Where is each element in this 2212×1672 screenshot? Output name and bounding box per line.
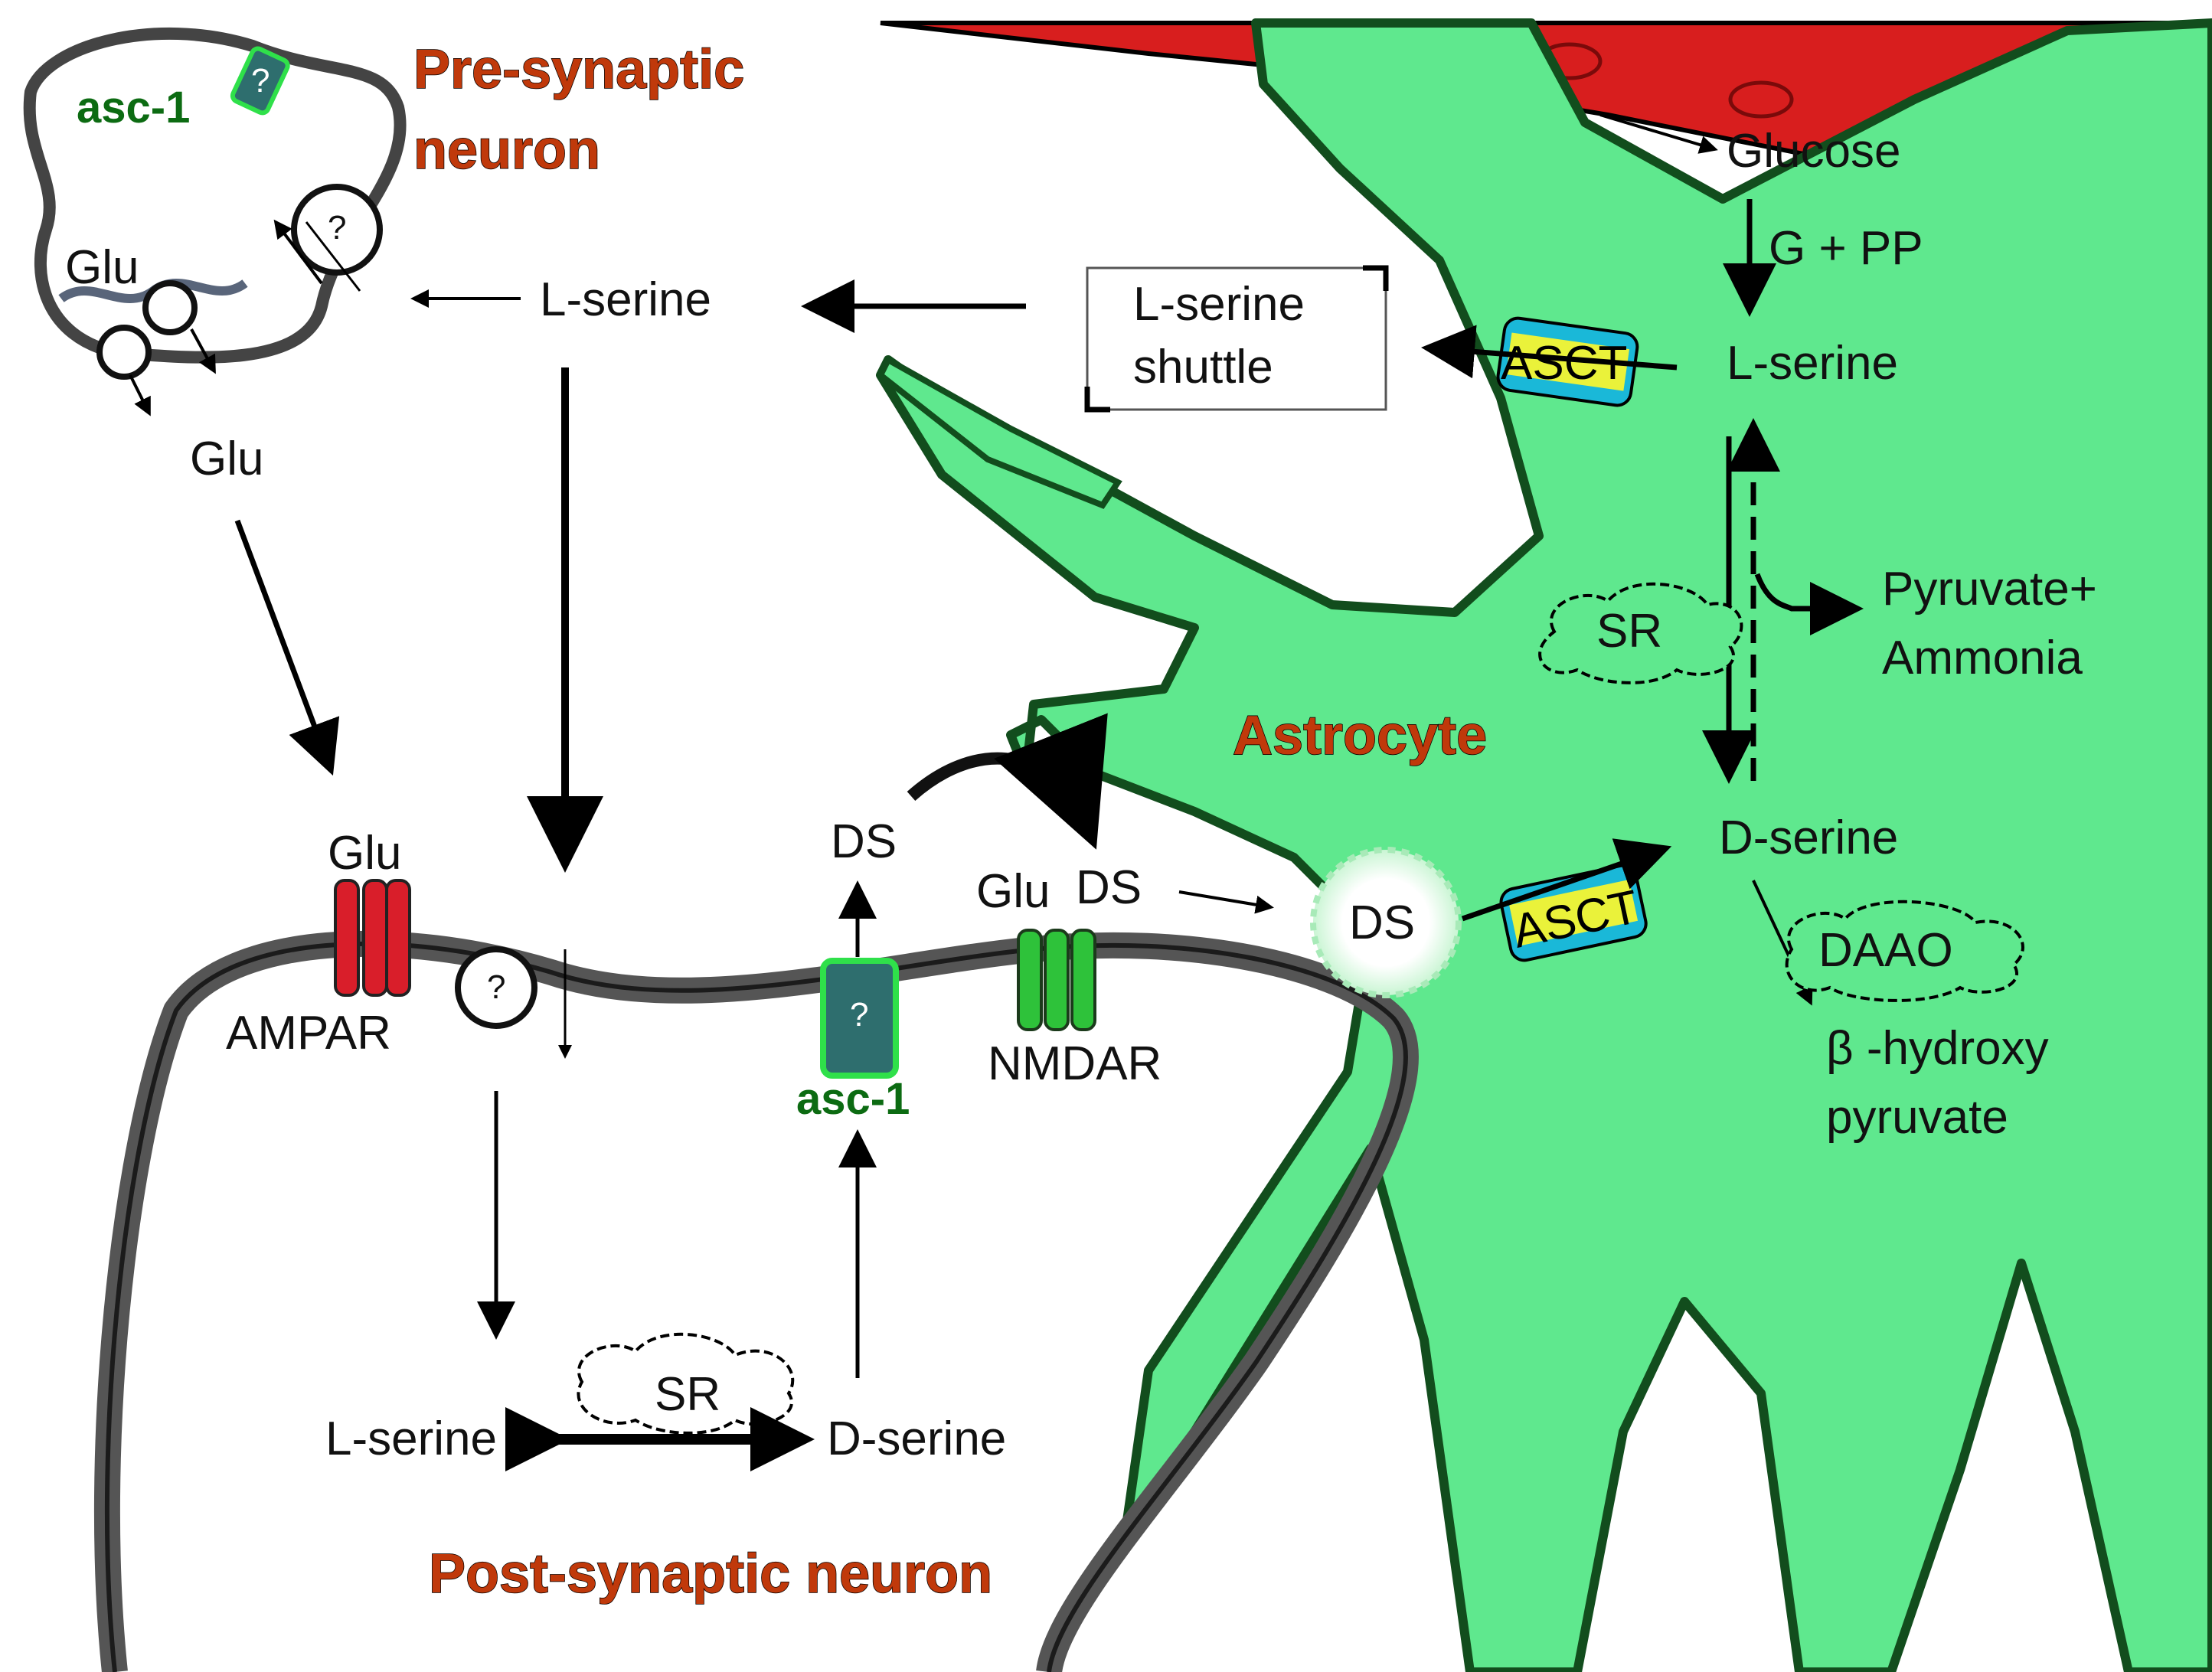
glucose-entry-arrow bbox=[1599, 113, 1718, 154]
post-lserine-label: L-serine bbox=[325, 1412, 497, 1465]
unknown-transporter-pre bbox=[291, 184, 383, 276]
glu-release-arrow bbox=[129, 374, 151, 416]
glu-vesicle-label: Glu bbox=[65, 241, 139, 294]
astro-lserine-label: L-serine bbox=[1727, 337, 1898, 390]
shuttle-label-2: shuttle bbox=[1133, 341, 1273, 394]
ampar-glu-label: Glu bbox=[328, 827, 401, 880]
sr-post-label: SR bbox=[655, 1368, 720, 1421]
daao-enzyme bbox=[1785, 900, 2024, 1002]
ds-uptake-arrow bbox=[1461, 838, 1672, 922]
to-pyruvate-arrow bbox=[1754, 573, 1864, 635]
hydroxy-label-2: pyruvate bbox=[1826, 1091, 2008, 1144]
lserine-uptake-pre-arrow bbox=[273, 219, 323, 285]
ds-up-label: DS bbox=[831, 815, 897, 868]
lserine-to-shuttle-arrow bbox=[1421, 325, 1678, 379]
lserine-shuttle-box bbox=[1086, 266, 1387, 411]
glu-to-ampar-arrow bbox=[234, 519, 340, 776]
pyruvate-label-1: Pyruvate+ bbox=[1882, 563, 2097, 616]
ds-bubble bbox=[1310, 847, 1462, 998]
gpp-label: G + PP bbox=[1769, 222, 1923, 275]
vesicle bbox=[96, 325, 152, 380]
asc1-pre-question: ? bbox=[251, 62, 270, 100]
ds-bubble-label: DS bbox=[1349, 896, 1415, 949]
astrocyte-title: Astrocyte bbox=[1233, 705, 1487, 766]
astrocyte-body bbox=[876, 18, 2212, 1672]
sr-astro-label: SR bbox=[1596, 605, 1662, 658]
cleft-lserine-label: L-serine bbox=[540, 273, 711, 326]
ampar-receptor bbox=[334, 879, 411, 997]
post-synaptic-title: Post-synaptic neuron bbox=[429, 1543, 992, 1605]
nmdar-glu-label: Glu bbox=[976, 865, 1050, 918]
asc1-post-question: ? bbox=[850, 996, 868, 1034]
sr-enzyme-astro bbox=[1538, 582, 1743, 684]
unknown-transporter-post-label: ? bbox=[487, 968, 505, 1006]
pre-synaptic-title-2: neuron bbox=[413, 119, 600, 181]
nmdar-ds-label: DS bbox=[1076, 861, 1142, 914]
ampar-label: AMPAR bbox=[226, 1007, 391, 1060]
asc1-transporter-post bbox=[820, 958, 899, 1079]
ds-to-nmdar-arrow bbox=[907, 713, 1108, 850]
ds-to-bubble-arrow bbox=[1178, 890, 1274, 914]
hydroxy-label-1: β -hydroxy bbox=[1826, 1022, 2049, 1075]
pyruvate-label-2: Ammonia bbox=[1882, 632, 2083, 684]
asc1-transporter-pre bbox=[230, 46, 290, 116]
unknown-transporter-pre-label: ? bbox=[328, 209, 346, 247]
transporter-stem bbox=[305, 221, 361, 292]
glu-release-arrow bbox=[190, 328, 216, 374]
nmdar-receptor bbox=[1017, 929, 1096, 1031]
vesicle bbox=[142, 280, 198, 335]
pre-synaptic-title: Pre-synaptic bbox=[413, 39, 744, 100]
shuttle-label-1: L-serine bbox=[1133, 278, 1305, 331]
glucose-label: Glucose bbox=[1727, 125, 1900, 178]
daao-label: DAAO bbox=[1818, 924, 1953, 977]
post-dserine-label: D-serine bbox=[827, 1412, 1006, 1465]
asct-transporter-lower bbox=[1499, 864, 1648, 962]
unknown-transporter-post bbox=[455, 946, 537, 1029]
pre-synaptic-membrane bbox=[23, 27, 407, 364]
glu-released-label: Glu bbox=[190, 433, 263, 485]
asc1-pre-label: asc-1 bbox=[77, 83, 190, 132]
astrocyte-process-left bbox=[876, 355, 1122, 509]
nmdar-label: NMDAR bbox=[988, 1037, 1162, 1090]
astro-dserine-label: D-serine bbox=[1719, 812, 1898, 864]
asc1-post-label: asc-1 bbox=[796, 1074, 910, 1124]
